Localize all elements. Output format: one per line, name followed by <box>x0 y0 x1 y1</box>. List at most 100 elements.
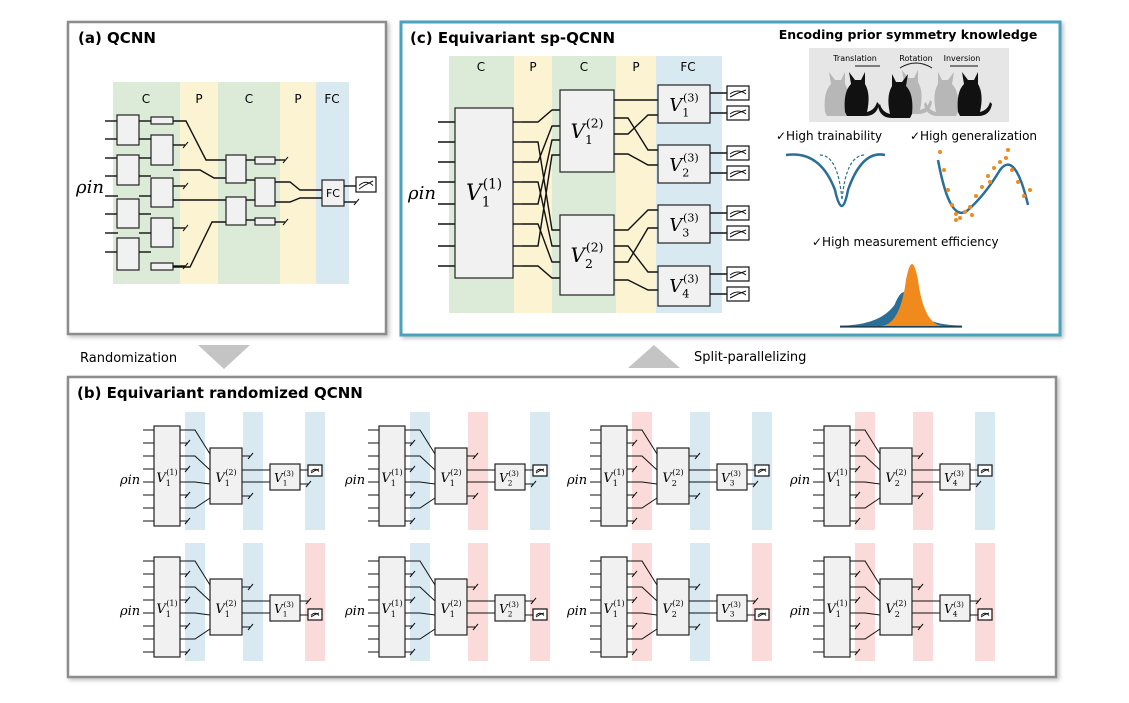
wire-terminator <box>409 622 416 630</box>
wire <box>522 141 560 231</box>
gate-label: V3(3) <box>669 212 699 240</box>
wire-terminator <box>182 182 189 190</box>
band-1 <box>185 543 205 661</box>
input-label: ρin <box>789 473 810 488</box>
meter-needle <box>980 468 990 474</box>
band-2 <box>468 543 488 661</box>
wire-terminator <box>409 465 416 473</box>
barren-curve <box>819 154 866 201</box>
data-point <box>1028 188 1032 192</box>
wire <box>850 586 881 602</box>
input-label-a: ρin <box>75 177 104 198</box>
wire-terminator <box>530 480 537 488</box>
wire <box>405 429 436 455</box>
split-arrow <box>628 345 680 368</box>
wire-terminator <box>184 517 191 525</box>
band-1 <box>855 412 875 530</box>
gate-label: V1(3) <box>274 469 294 488</box>
c-layer-label-c2: C <box>580 60 588 74</box>
input-label: ρin <box>566 604 587 619</box>
band-1 <box>632 412 652 530</box>
wire <box>614 227 660 263</box>
measurement-icon <box>726 165 750 181</box>
cat-icon <box>924 72 959 116</box>
gate-v3 <box>494 594 526 622</box>
wire-terminator <box>184 648 191 656</box>
data-point <box>1006 148 1010 152</box>
gate-label: V1(1) <box>381 468 402 488</box>
data-point <box>1022 194 1026 198</box>
wire-terminator <box>409 648 416 656</box>
wire-terminator <box>409 596 416 604</box>
meter-arc <box>729 271 747 276</box>
wire <box>627 586 658 602</box>
meter-needle <box>310 612 320 618</box>
gate <box>254 177 276 207</box>
band-3 <box>305 543 325 661</box>
meter-needle <box>310 468 320 474</box>
cat-shape <box>957 72 992 116</box>
gate <box>150 262 174 271</box>
data-point <box>1016 180 1020 184</box>
benefit-plots <box>785 148 1032 328</box>
gate-v3-1 <box>657 84 711 124</box>
gate-label: V1(3) <box>274 600 294 619</box>
band-2 <box>913 543 933 661</box>
wire-terminator <box>305 480 312 488</box>
wire-terminator <box>182 262 189 270</box>
sp-qcnn-circuit: V1(1)V1(2)V2(2)V1(3)V2(3)V3(3)V4(3) <box>438 84 750 307</box>
gate-label: V4(3) <box>944 600 964 619</box>
gate-v3 <box>269 463 301 491</box>
wire-terminator <box>182 224 189 232</box>
measurement-icon <box>307 608 323 621</box>
band-c-p2 <box>616 56 656 313</box>
wire <box>614 279 660 291</box>
measurement-icon <box>726 266 750 282</box>
wire <box>614 245 660 273</box>
meter-arc <box>310 612 320 616</box>
wire-terminator <box>975 480 982 488</box>
wire-terminator <box>694 492 701 500</box>
wire <box>627 481 658 485</box>
panel-c: (c) Equivariant sp-QCNN C P C P FC ρin V… <box>399 20 1062 337</box>
measurement-icon <box>726 145 750 161</box>
meter-arc <box>757 468 767 472</box>
gate <box>116 237 140 271</box>
gate-label: V1(2) <box>440 468 461 488</box>
input-label: ρin <box>789 604 810 619</box>
panel-c-title: (c) Equivariant sp-QCNN <box>410 29 615 47</box>
gate-label: V2(3) <box>499 469 519 488</box>
wire <box>614 114 660 135</box>
wire-terminator <box>247 583 254 591</box>
wire <box>275 181 322 191</box>
band-1 <box>855 543 875 661</box>
meter-arc <box>729 110 747 115</box>
wire <box>522 154 560 247</box>
layer-label-p2: P <box>294 92 301 106</box>
gate-v2 <box>434 447 468 505</box>
benefit-trainability: ✓High trainability <box>776 129 882 143</box>
band-1 <box>185 412 205 530</box>
gate <box>116 154 140 186</box>
c-layer-label-p2: P <box>632 60 639 74</box>
wire <box>614 153 660 166</box>
band-2 <box>468 412 488 530</box>
wire <box>275 197 322 203</box>
gate <box>116 114 140 146</box>
cat-shape <box>844 72 879 116</box>
layer-label-c1: C <box>142 92 150 106</box>
wire <box>173 120 228 161</box>
wire-terminator <box>752 480 759 488</box>
wire <box>850 481 881 485</box>
gate-v1 <box>823 425 851 527</box>
gate-label: V2(2) <box>571 240 604 271</box>
gate-label: V1(1) <box>603 599 624 619</box>
wire-terminator <box>631 570 638 578</box>
band-2 <box>690 543 710 661</box>
data-point <box>938 150 942 154</box>
wire <box>180 586 211 602</box>
input-label: ρin <box>119 604 140 619</box>
wire-terminator <box>631 517 638 525</box>
measurement-icon <box>532 464 548 477</box>
